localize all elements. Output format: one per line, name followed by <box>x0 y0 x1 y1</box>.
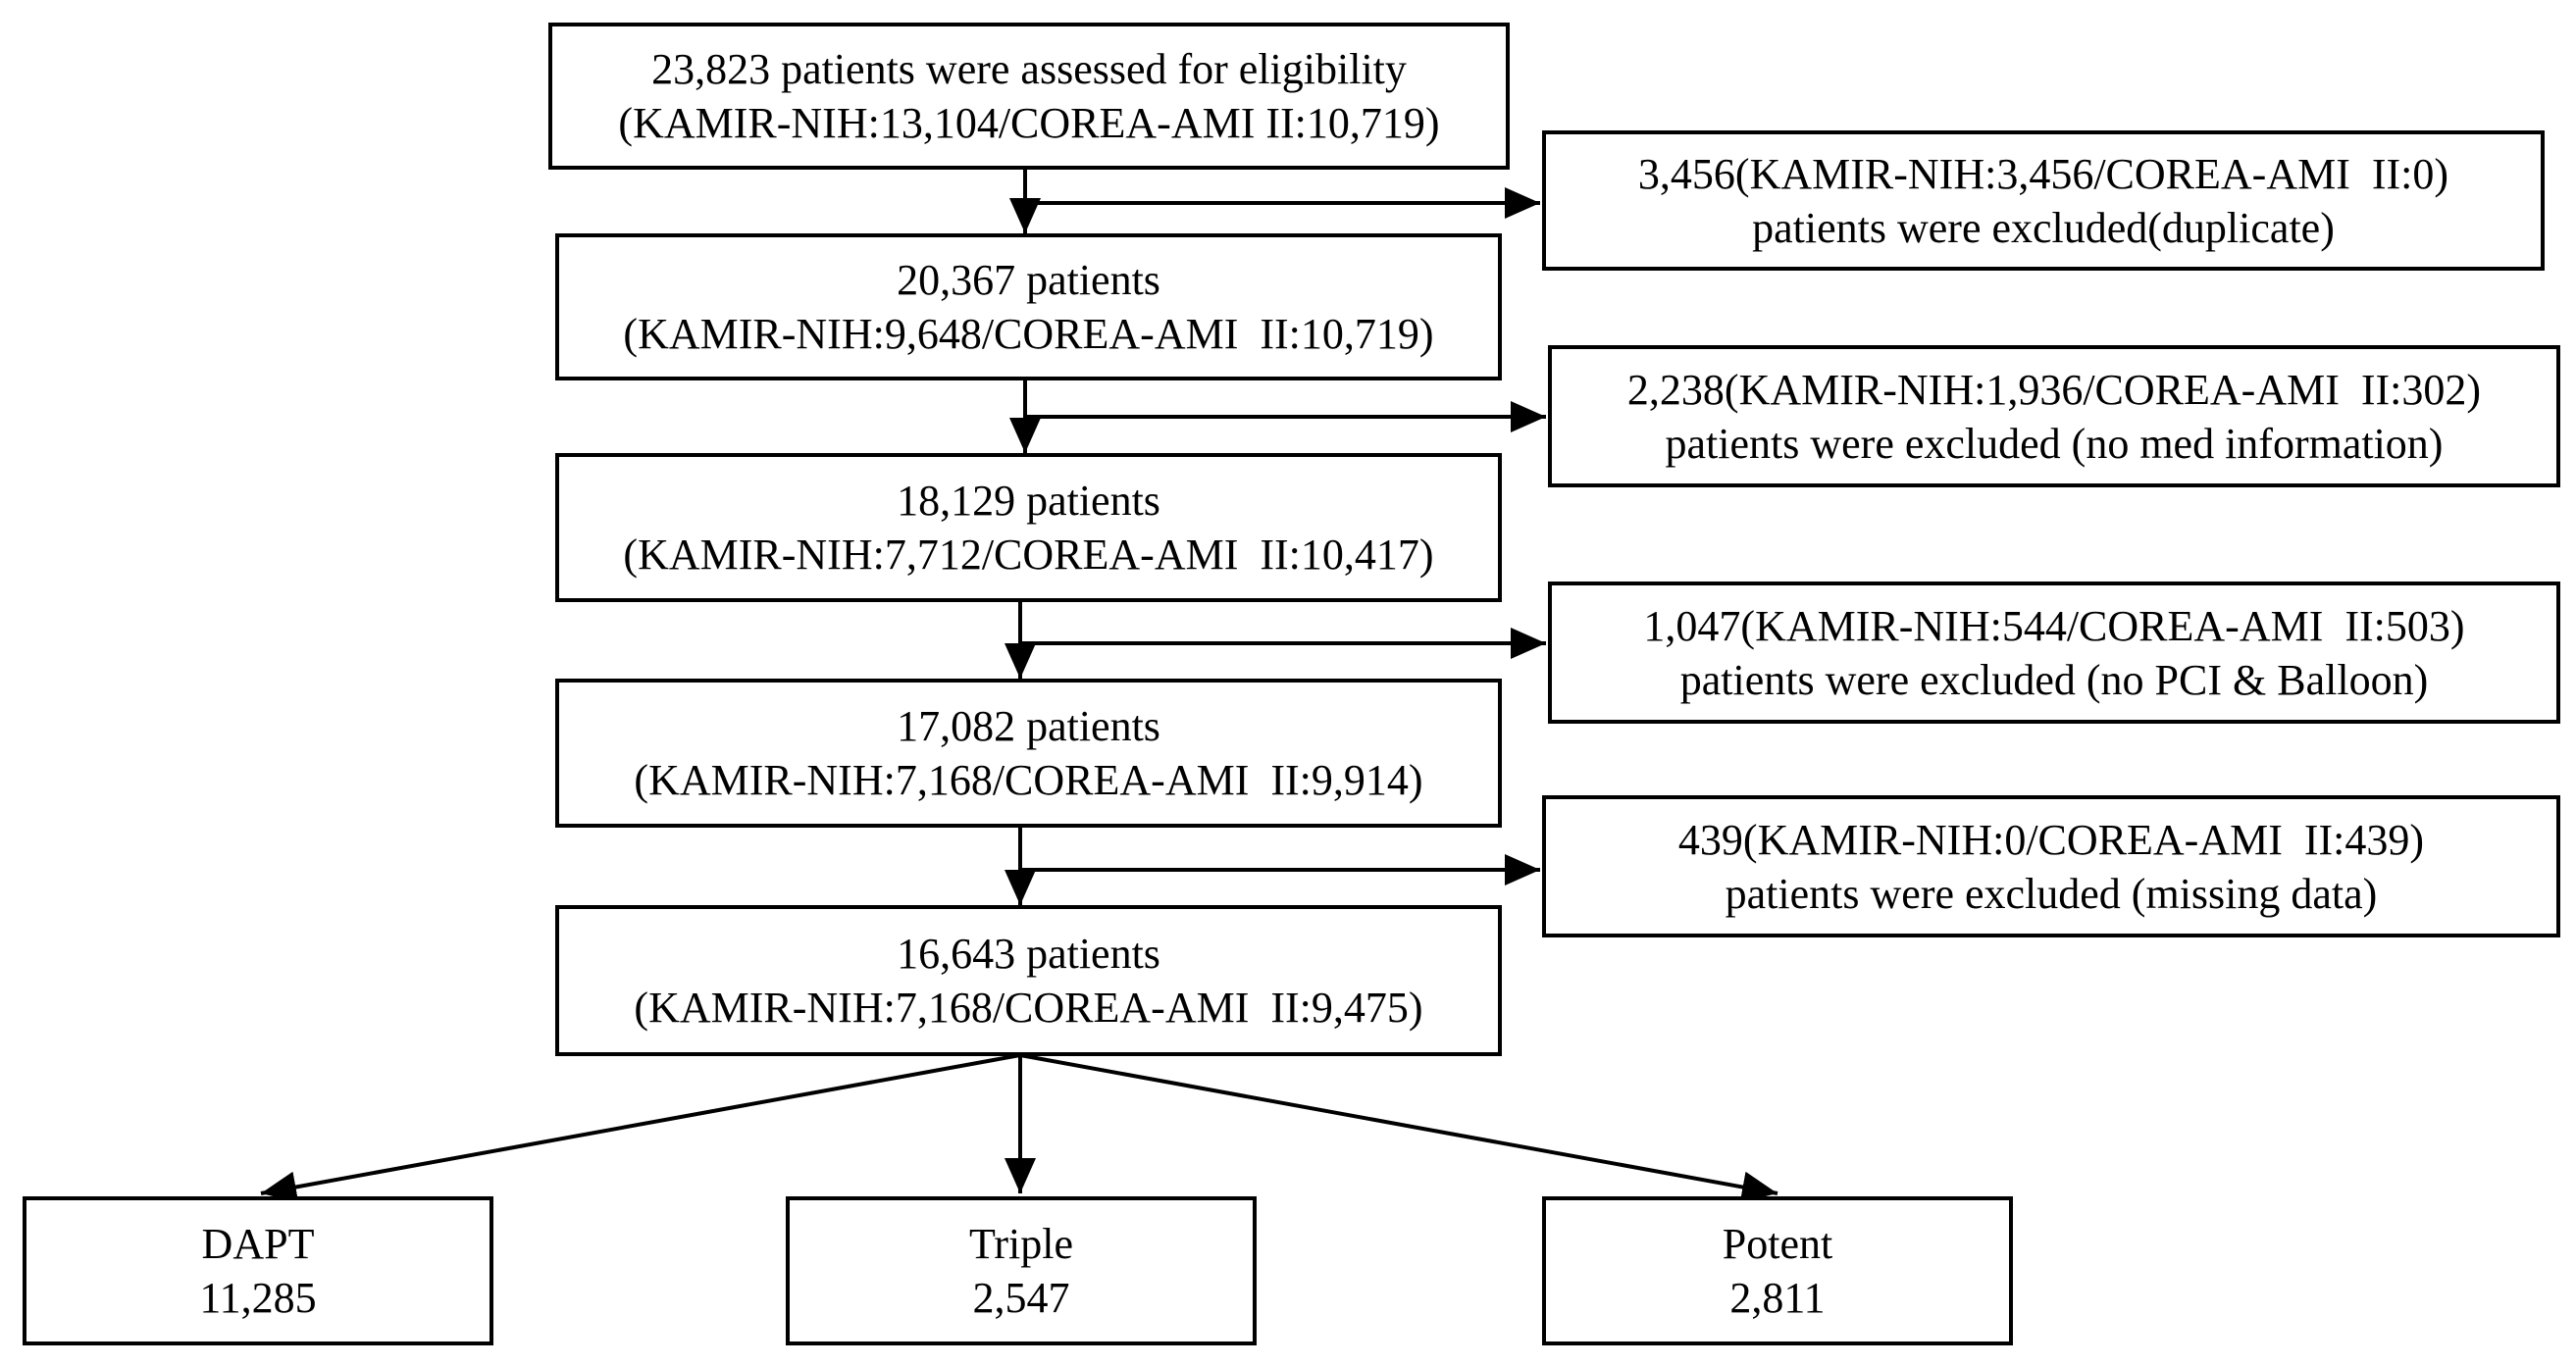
box-step2-line-1: 20,367 patients <box>897 256 1160 304</box>
box-step3: 18,129 patients (KAMIR-NIH:7,712/COREA-A… <box>555 453 1502 602</box>
box-excl-no-med-line-1: 2,238(KAMIR-NIH:1,936/COREA-AMI II:302) <box>1626 365 2482 414</box>
arrow-final-to-potent <box>1019 1053 1778 1203</box>
box-excl-duplicate: 3,456(KAMIR-NIH:3,456/COREA-AMI II:0) pa… <box>1542 130 2545 271</box>
box-excl-duplicate-line-2: patients were excluded(duplicate) <box>1752 203 2335 252</box>
box-excl-missing-line-1: 439(KAMIR-NIH:0/COREA-AMI II:439) <box>1677 815 2425 864</box>
box-step3-line-2: (KAMIR-NIH:7,712/COREA-AMI II:10,417) <box>623 531 1434 579</box>
group-potent-name: Potent <box>1722 1220 1833 1268</box>
box-group-dapt: DAPT 11,285 <box>23 1196 493 1345</box>
box-excl-no-pci-line-2: patients were excluded (no PCI & Balloon… <box>1679 655 2429 704</box>
box-step2-line-2: (KAMIR-NIH:9,648/COREA-AMI II:10,719) <box>623 310 1434 358</box>
box-excl-missing: 439(KAMIR-NIH:0/COREA-AMI II:439) patien… <box>1542 795 2560 937</box>
box-assessed-line-1: 23,823 patients were assessed for eligib… <box>651 45 1407 93</box>
group-dapt-name: DAPT <box>201 1220 315 1268</box>
box-excl-no-med: 2,238(KAMIR-NIH:1,936/COREA-AMI II:302) … <box>1548 345 2560 487</box>
box-step4: 17,082 patients (KAMIR-NIH:7,168/COREA-A… <box>555 679 1502 828</box>
box-excl-no-pci-line-1: 1,047(KAMIR-NIH:544/COREA-AMI II:503) <box>1643 601 2465 650</box>
group-triple-name: Triple <box>969 1220 1073 1268</box>
box-excl-no-med-line-2: patients were excluded (no med informati… <box>1665 419 2444 468</box>
arrow-final-to-dapt <box>260 1053 1021 1203</box>
box-group-triple: Triple 2,547 <box>786 1196 1257 1345</box>
box-step3-line-1: 18,129 patients <box>897 477 1160 525</box>
box-step2: 20,367 patients (KAMIR-NIH:9,648/COREA-A… <box>555 233 1502 380</box>
group-potent-count: 2,811 <box>1729 1274 1826 1322</box>
box-step4-line-2: (KAMIR-NIH:7,168/COREA-AMI II:9,914) <box>634 756 1423 804</box>
box-excl-no-pci: 1,047(KAMIR-NIH:544/COREA-AMI II:503) pa… <box>1548 582 2560 724</box>
box-group-potent: Potent 2,811 <box>1542 1196 2013 1345</box>
box-excl-duplicate-line-1: 3,456(KAMIR-NIH:3,456/COREA-AMI II:0) <box>1637 149 2449 198</box>
group-triple-count: 2,547 <box>972 1274 1070 1322</box>
box-assessed: 23,823 patients were assessed for eligib… <box>548 23 1510 170</box>
box-step4-line-1: 17,082 patients <box>897 702 1160 750</box>
group-dapt-count: 11,285 <box>199 1274 317 1322</box>
box-assessed-line-2: (KAMIR-NIH:13,104/COREA-AMI II:10,719) <box>618 99 1440 147</box>
box-excl-missing-line-2: patients were excluded (missing data) <box>1725 869 2378 918</box>
box-final-line-1: 16,643 patients <box>897 930 1160 978</box>
box-final-line-2: (KAMIR-NIH:7,168/COREA-AMI II:9,475) <box>634 984 1423 1032</box>
box-final: 16,643 patients (KAMIR-NIH:7,168/COREA-A… <box>555 905 1502 1056</box>
